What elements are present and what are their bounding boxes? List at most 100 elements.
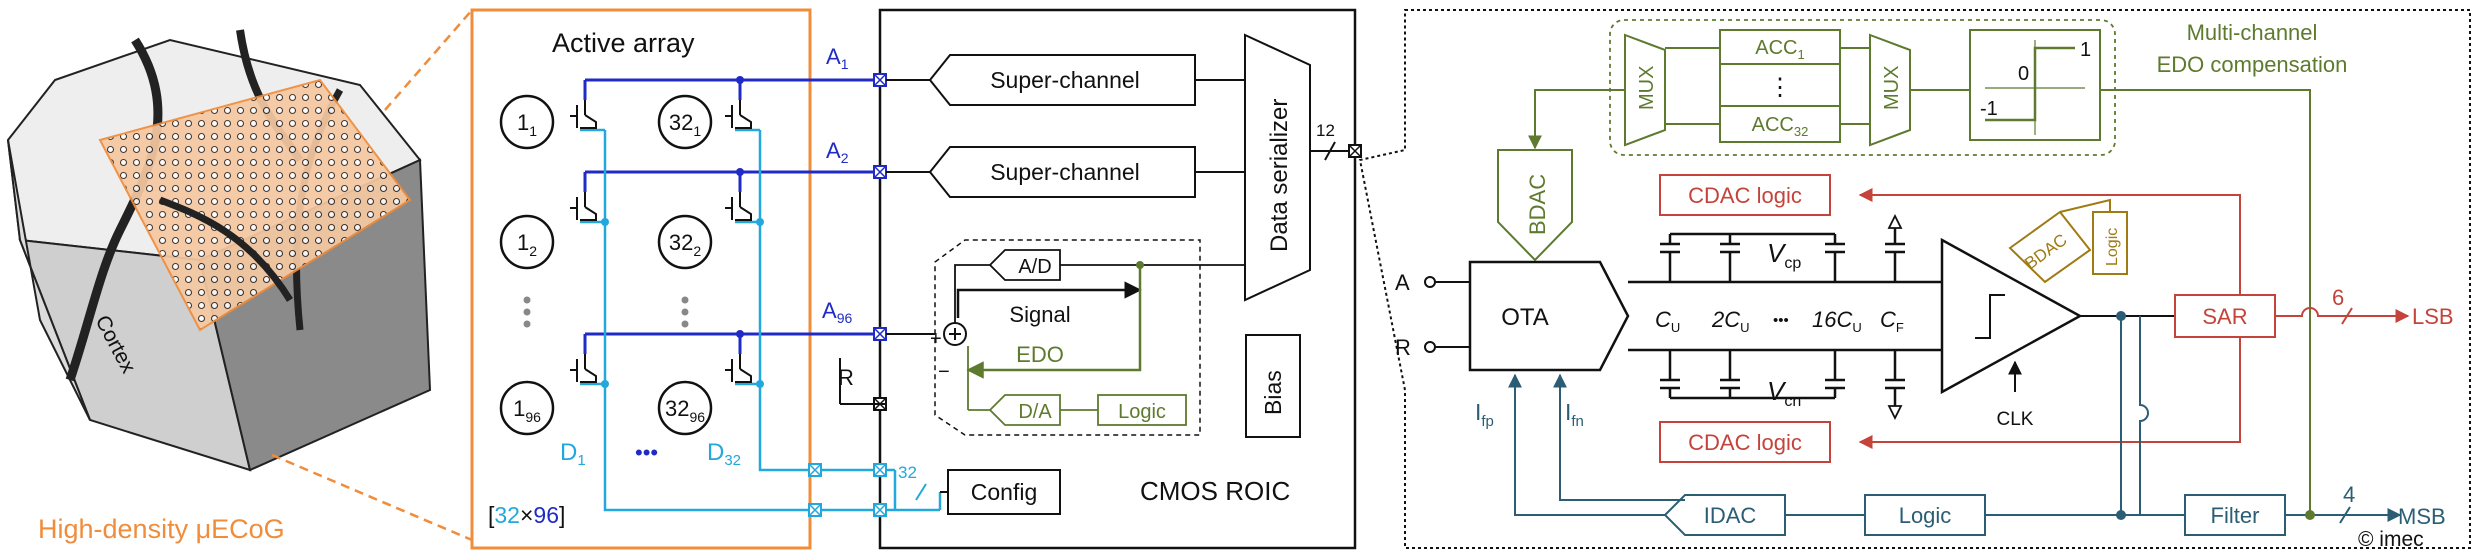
cap-dots: ••• [1773,312,1789,329]
logic-label: Logic [1118,401,1166,423]
comp-bdac [2008,210,2092,284]
electrode-label: 12 [517,230,537,259]
cap-label: CF [1880,307,1904,335]
acc-1-label: ACC1 [1755,37,1804,62]
super-channel-2-label: Super-channel [990,159,1140,185]
acc-32-label: ACC32 [1752,114,1809,139]
bdac-label: BDAC [1525,174,1550,235]
pixel-transistors [570,100,752,383]
comp-logic-label: Logic [2104,228,2121,266]
ad-label: A/D [1018,256,1051,278]
cap-label: CU [1655,307,1680,335]
r-label: R [838,365,854,390]
edo-group [1609,19,2116,156]
detail-panel: MUX ACC1 ⋮ ACC32 MUX 0 1 -1 Multi-channe… [1358,9,2471,551]
sar-label: SAR [2202,304,2247,329]
cdac-logic-top [1659,174,1831,216]
da-label: D/A [1018,401,1052,423]
mux-2 [1869,33,1911,147]
minus-sign: − [938,361,950,383]
signal-label: Signal [1009,302,1070,327]
bdac-block [1497,149,1573,262]
d1-label: D1 [560,439,586,469]
active-array-panel: Active array [470,8,880,550]
a1-label: A1 [826,44,849,72]
detail-border [1358,9,2471,549]
ota-label: OTA [1501,304,1549,331]
mux-2-label: MUX [1881,66,1903,110]
row-lines [583,78,880,354]
electrode-1-2 [499,214,555,270]
bias-label: Bias [1260,370,1286,415]
edo-title-2: EDO compensation [2157,52,2348,77]
sar-block [2174,294,2276,338]
logic-bottom-label: Logic [1899,503,1952,528]
electrode-32-96 [657,380,713,436]
electrode-32-1 [657,94,713,150]
cdac-logic-bottom-label: CDAC logic [1688,430,1802,455]
data-serializer-label: Data serializer [1266,99,1293,252]
active-array-border [470,8,812,550]
electrode-label: 196 [513,396,541,425]
idac-block [1663,494,1786,536]
lsb-bits: 6 [2332,285,2344,310]
plus-sign: + [930,328,942,350]
electrode-1-1 [499,94,555,150]
msb-label: MSB [2398,504,2446,529]
a96-label: A96 [822,298,852,326]
electrode-label: 11 [517,110,537,139]
bus-12: 12 [1316,121,1335,140]
edo-label: EDO [1016,342,1064,367]
logic-block [1097,394,1187,426]
cdac-logic-bottom [1659,421,1831,463]
electrode-label: 321 [669,110,701,139]
cdac-logic-top-label: CDAC logic [1688,183,1802,208]
ifn-label: Ifn [1565,399,1584,430]
comparator [1940,237,2083,395]
electrode-1-96 [499,380,555,436]
copyright: © imec [2358,528,2424,551]
vcp-label: Vcp [1767,238,1801,272]
ifp-label: Ifp [1475,399,1494,430]
filter-label: Filter [2211,503,2260,528]
signal-arrow [956,281,1142,318]
edo-title-1: Multi-channel [2187,20,2318,45]
step-neg: -1 [1980,98,1998,120]
ota-block [1468,260,1630,372]
acc-dots: ⋮ [1768,74,1792,101]
vertical-ellipsis [523,296,689,328]
ecog-electrode-grid [98,78,412,332]
active-array-title: Active array [552,28,695,58]
logic-bottom-block [1864,494,1986,536]
super-channel-1-label: Super-channel [990,67,1140,93]
edo-arrow [966,265,1142,379]
bus-32: 32 [898,463,917,482]
superchannel-detail [934,239,1201,436]
electrode-label: 3296 [665,396,705,425]
array-size: [32×96] [488,502,565,528]
ecog-caption: High-density μECoG [38,514,285,544]
idac-label: IDAC [1704,503,1757,528]
column-dots: ••• [635,440,658,465]
d32-label: D32 [707,439,741,469]
cap-label: 2CU [1711,307,1750,335]
brain-illustration: Cortex High-density μECoG [6,29,432,544]
cmos-roic-panel: A1 A2 A96 R [808,8,1362,550]
mux-1 [1624,33,1666,147]
config-label: Config [971,479,1037,505]
vcn-label: Vcn [1767,376,1801,410]
column-lines [580,128,880,512]
cap-label: 16CU [1812,307,1862,335]
data-serializer [1244,33,1311,302]
mux-1-label: MUX [1636,66,1658,110]
roic-border [878,8,1357,550]
comp-logic [2092,211,2128,275]
step-zero: 0 [2018,63,2029,85]
electrode-label: 322 [669,230,701,259]
cdac-capacitors [1660,228,1905,406]
zoom-line-bottom [271,453,473,542]
config-block [947,469,1061,515]
a2-label: A2 [826,138,849,166]
zoom-line-top [384,9,473,111]
lsb-label: LSB [2412,304,2454,329]
